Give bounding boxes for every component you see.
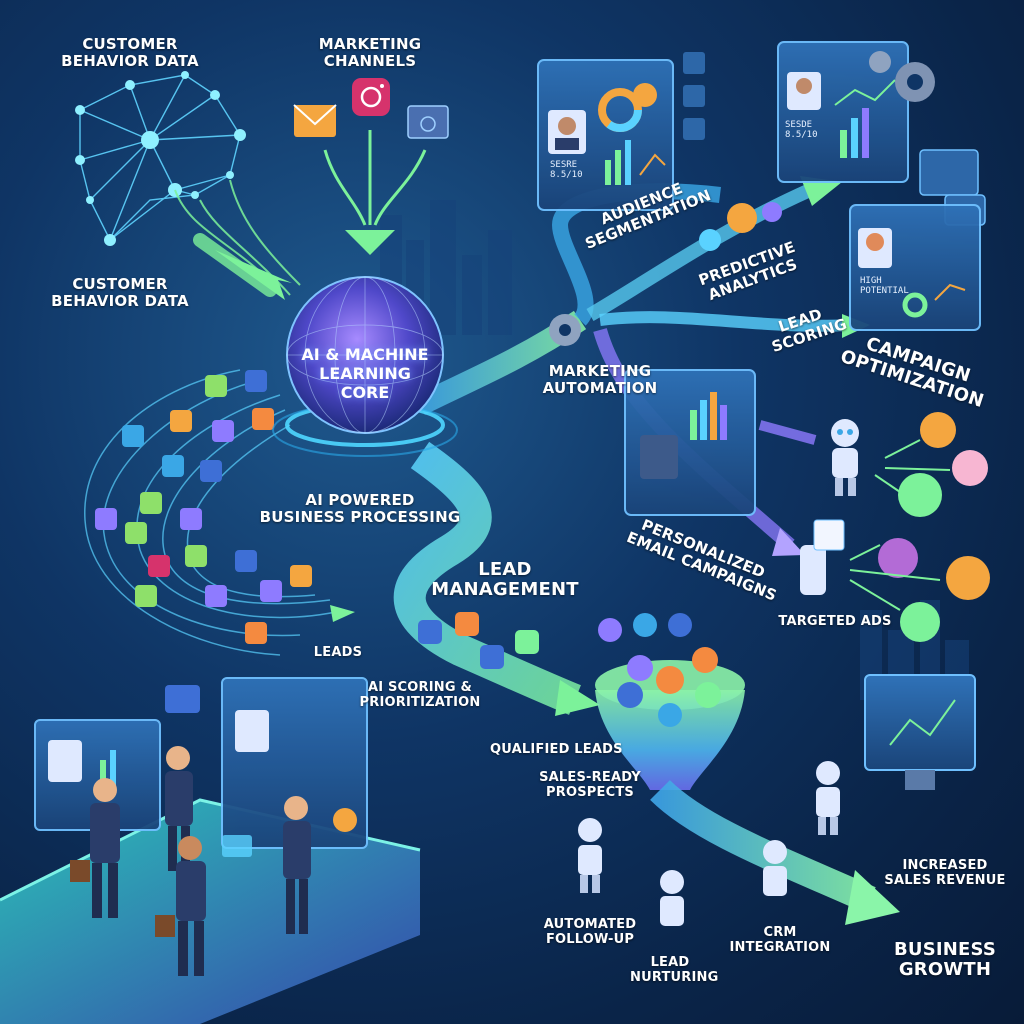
business-people [70,746,311,976]
envelope-icon [293,104,337,137]
robot-revenue [816,761,840,835]
funnel-body [595,690,745,790]
dashboard-campaign [777,41,909,183]
presentation-screens [34,677,368,849]
label-ai-scoring: AI SCORING &PRIORITIZATION [359,680,481,710]
side-icons-a [683,52,705,140]
dashboard-lead-scoring [849,204,981,331]
robot-followup [578,818,602,893]
robot-targeted [831,419,859,496]
browser-icon [407,105,449,139]
gears-icon [869,51,935,102]
arrow-channels-to-core [345,230,395,255]
funnel-lead-icons [617,647,721,727]
arrow-predictive [800,176,842,206]
robot-email [800,519,845,595]
avatar-circles [878,412,990,642]
flow-core-to-lead-management [393,441,581,715]
arrow-business-growth [845,870,900,925]
robot-crm [763,840,787,896]
dashboard-automation [624,369,756,516]
neural-network-nodes [75,71,246,246]
arrow-to-funnel [555,680,600,716]
automation-gear-icon [549,314,581,346]
monitor-analytics [864,674,976,790]
arrow-leads [330,605,355,622]
floating-lead-icons [418,612,692,669]
lead-icons [95,370,312,644]
dashboard-segmentation [537,59,674,211]
channel-arrows [323,130,427,226]
flow-to-business-growth [650,779,876,913]
gear-icon [633,83,657,107]
label-qualified-leads: QUALIFIED LEADS [490,742,623,757]
label-targeted-ads: TARGETED ADS [778,614,892,629]
core-mesh [286,276,444,434]
instagram-icon [352,78,390,116]
flow-to-lead-scoring [599,311,851,332]
avatar-arrows [849,439,951,611]
gears-predictive [699,202,782,251]
flow-to-targeted-bot [758,420,817,445]
label-leads: LEADS [313,645,363,660]
arrow-personalized [772,528,805,556]
arrow-behavior-shaft [193,233,277,297]
robot-nurturing [660,870,684,926]
